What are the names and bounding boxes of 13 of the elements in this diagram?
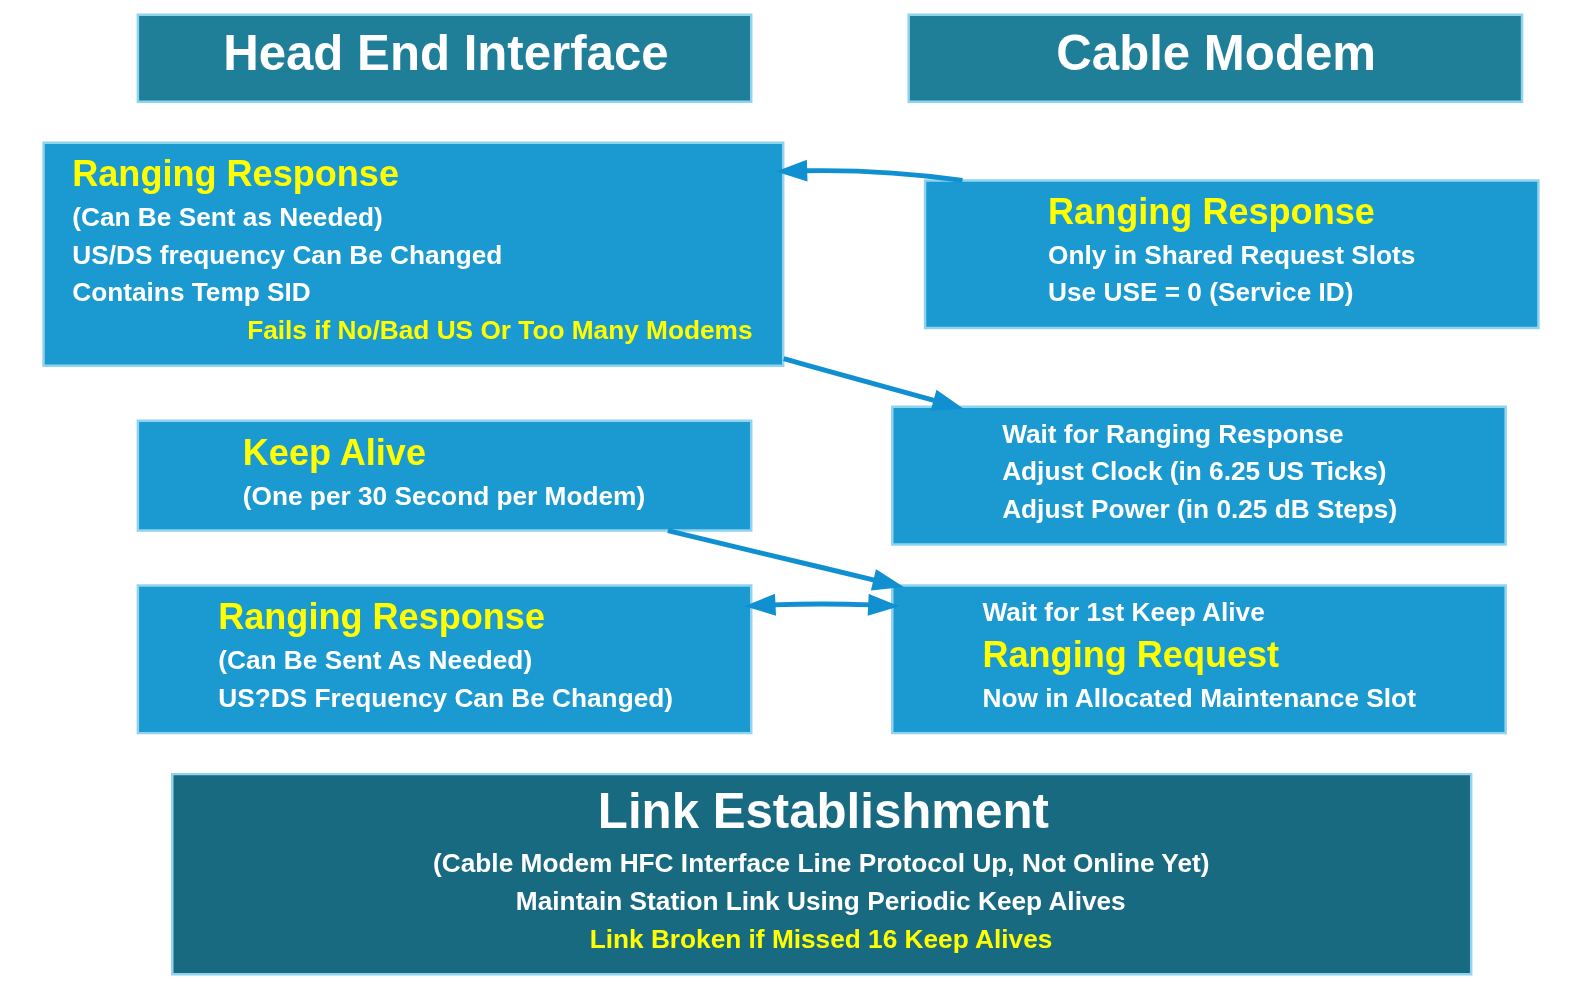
node-box: Link Establishment (Cable Modem HFC Interface Line Protocol Up, Not Online Yet) Maintain Station Link Using Periodic Keep Alives Link Broken if Missed 16 Keep Alives xyxy=(171,772,1473,976)
arrow xyxy=(744,593,900,616)
node-box: Ranging Response (Can Be Sent as Needed) US/DS frequency Can Be Changed Contains Temp SID Fails if No/Bad US Or Too Many Modems xyxy=(42,141,785,367)
arrow xyxy=(667,528,904,591)
arrow xyxy=(783,356,964,411)
node-box: Wait for Ranging Response Adjust Clock (in 6.25 US Ticks) Adjust Power (in 0.25 dB Steps) xyxy=(891,405,1507,546)
node-box: Ranging Response Only in Shared Request Slots Use USE = 0 (Service ID) xyxy=(923,179,1540,330)
node-box: Cable Modem xyxy=(907,13,1524,103)
arrow xyxy=(775,159,963,183)
node-box: Wait for 1st Keep Alive Ranging Request Now in Allocated Maintenance Slot xyxy=(891,584,1507,735)
node-box: Ranging Response (Can Be Sent As Needed) US?DS Frequency Can Be Changed) xyxy=(136,584,753,735)
node-box: Head End Interface xyxy=(136,13,753,103)
node-box: Keep Alive (One per 30 Second per Modem) xyxy=(136,419,753,532)
